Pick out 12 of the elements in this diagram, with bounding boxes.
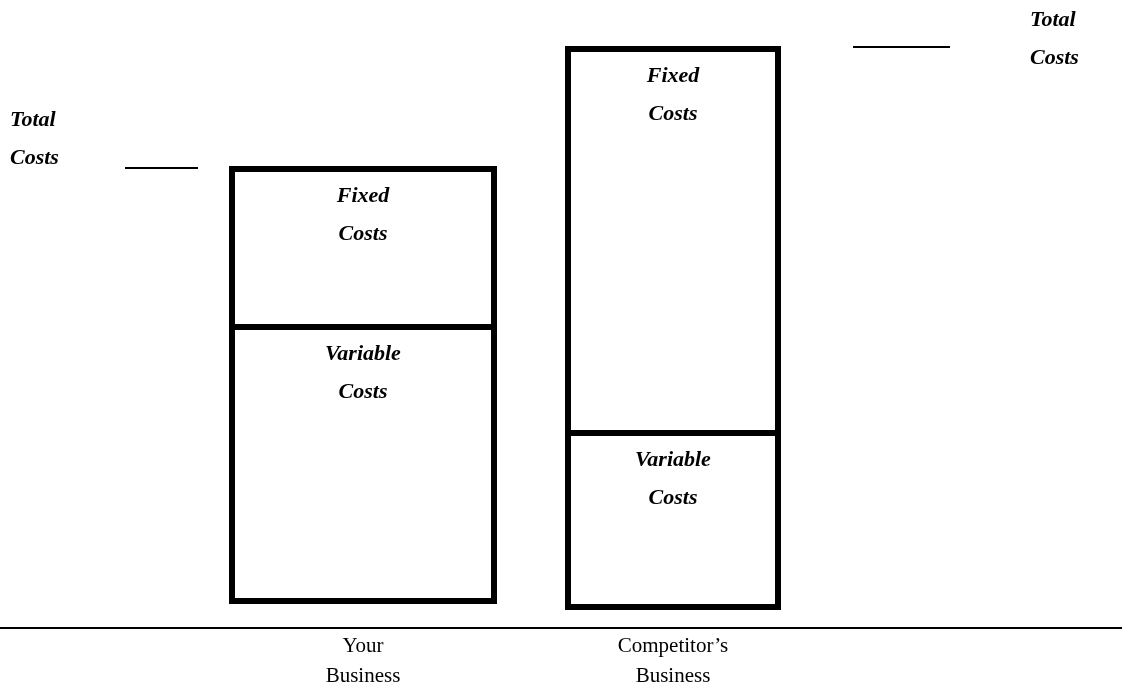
- cost-block: [565, 46, 781, 436]
- bar-category-label: Your Business: [324, 632, 402, 689]
- cost-block: [229, 166, 497, 330]
- cost-block: [565, 436, 781, 610]
- block-label: Variable Costs: [634, 445, 712, 511]
- total-costs-label: Total Costs: [1030, 5, 1080, 71]
- block-label: Fixed Costs: [335, 181, 391, 247]
- bar-category-label: Competitor’s Business: [616, 632, 730, 689]
- block-label: Fixed Costs: [645, 61, 701, 127]
- block-label: Variable Costs: [324, 339, 402, 405]
- cost-block: [229, 330, 497, 604]
- total-costs-label: Total Costs: [10, 105, 60, 171]
